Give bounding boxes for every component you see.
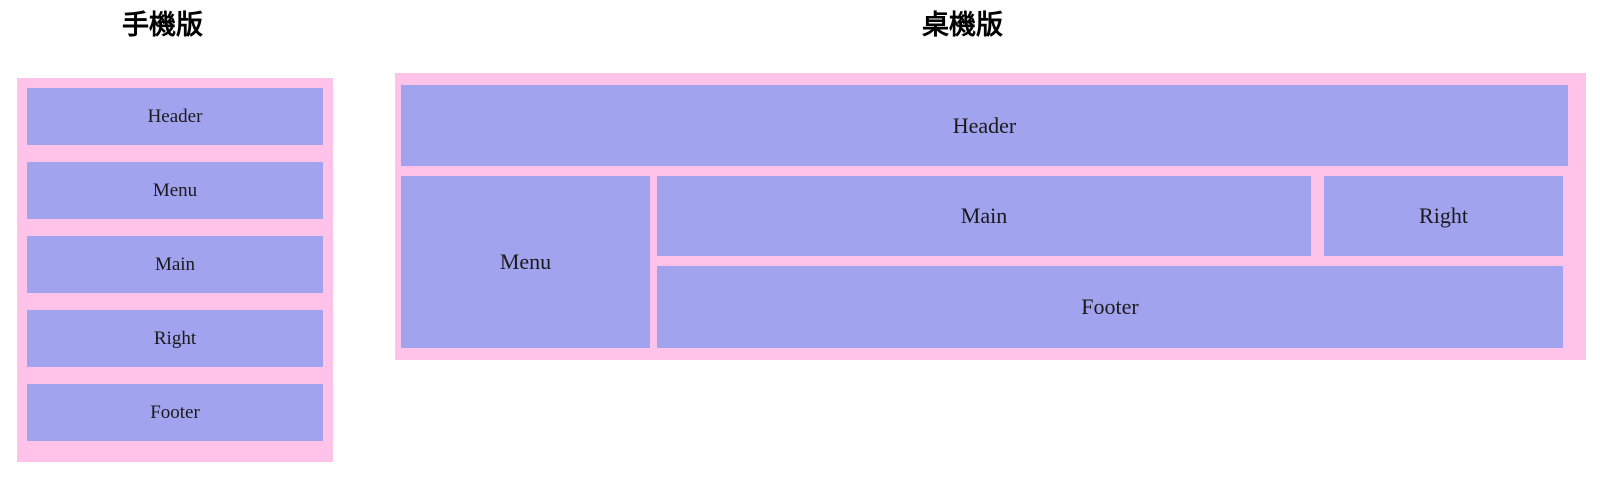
mobile-block-menu: Menu <box>27 162 323 219</box>
mobile-block-header: Header <box>27 88 323 145</box>
desktop-block-header-label: Header <box>952 112 1017 138</box>
mobile-block-menu-label: Menu <box>152 180 198 201</box>
mobile-wireframe: Header Menu Main Right Footer <box>17 78 333 462</box>
desktop-wireframe: Header Menu Main Right Footer <box>395 73 1586 360</box>
mobile-block-right-label: Right <box>153 328 197 349</box>
desktop-block-right-label: Right <box>1419 203 1468 228</box>
desktop-title: 桌機版 <box>922 10 1003 41</box>
desktop-block-menu-label: Menu <box>499 249 552 274</box>
mobile-block-main-label: Main <box>154 254 196 275</box>
mobile-block-header-label: Header <box>147 106 203 127</box>
desktop-block-menu: Menu <box>401 176 650 348</box>
mobile-block-right: Right <box>27 310 323 367</box>
desktop-block-main: Main <box>657 176 1311 256</box>
desktop-block-footer: Footer <box>657 266 1563 348</box>
mobile-block-footer-label: Footer <box>150 402 200 423</box>
desktop-block-footer-label: Footer <box>1081 294 1139 319</box>
desktop-block-header: Header <box>401 85 1568 166</box>
mobile-block-main: Main <box>27 236 323 293</box>
desktop-block-main-label: Main <box>960 203 1008 228</box>
desktop-block-right: Right <box>1324 176 1563 256</box>
mobile-block-footer: Footer <box>27 384 323 441</box>
mobile-title: 手機版 <box>122 10 203 41</box>
